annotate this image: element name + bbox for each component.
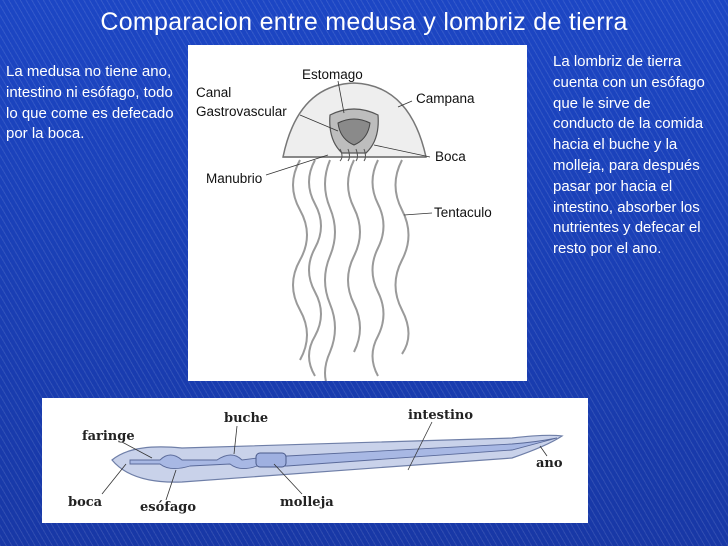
label-manubrio: Manubrio: [206, 171, 263, 186]
label-boca: Boca: [435, 149, 466, 164]
label-faringe: faringe: [82, 429, 135, 444]
earthworm-illustration: [101, 421, 564, 501]
label-intestino: intestino: [408, 408, 474, 423]
label-tentaculo: Tentaculo: [434, 205, 492, 220]
label-ano: ano: [536, 456, 563, 471]
label-campana: Campana: [416, 91, 475, 106]
label-molleja: molleja: [280, 495, 334, 510]
label-boca-lombriz: boca: [68, 495, 103, 510]
earthworm-description: La lombriz de tierra cuenta con un esófa…: [553, 53, 705, 258]
label-buche: buche: [224, 411, 269, 426]
slide-title: Comparacion entre medusa y lombriz de ti…: [100, 8, 628, 36]
label-canal: Canal: [196, 85, 232, 100]
earthworm-diagram: faringe buche intestino ano boca esófago…: [42, 398, 588, 523]
jellyfish-description: La medusa no tiene ano, intestino ni esó…: [6, 63, 174, 143]
label-gastrovascular: Gastrovascular: [196, 104, 287, 119]
jellyfish-illustration: [265, 80, 433, 381]
label-esofago: esófago: [140, 500, 197, 515]
label-estomago: Estomago: [302, 67, 363, 82]
jellyfish-diagram: Estomago Canal Gastrovascular Campana Bo…: [188, 45, 527, 381]
